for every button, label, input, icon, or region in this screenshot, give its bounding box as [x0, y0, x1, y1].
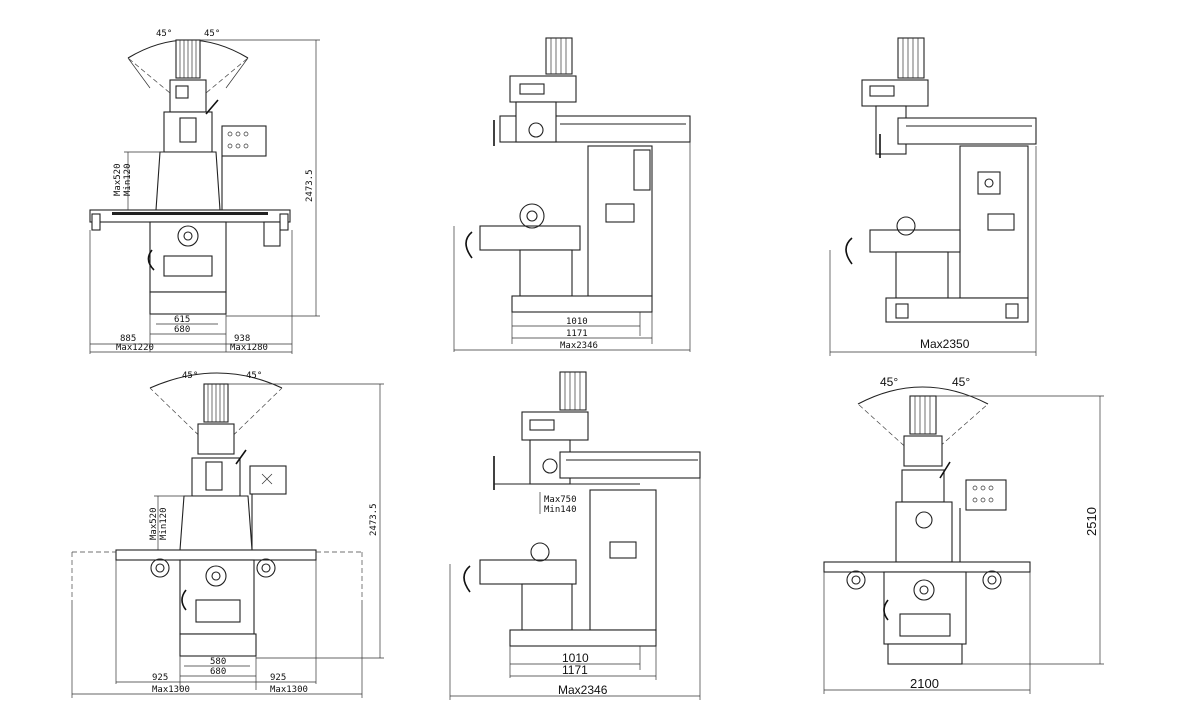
dim-1171: 1171 [562, 663, 588, 677]
worktable [115, 549, 317, 561]
knee-crank [465, 231, 473, 259]
milling-head [197, 423, 235, 455]
base [149, 291, 227, 315]
dim-885: 885 [120, 334, 136, 344]
angle-right-label: 45° [246, 371, 262, 381]
dim-max1300-left: Max1300 [152, 685, 190, 695]
view-front-bottom-left: 45° 45° Max520 Min120 2473.5 580 [71, 371, 384, 698]
arc-leader-right [225, 57, 249, 89]
feed-handle [939, 461, 951, 479]
dim-1171: 1171 [566, 329, 588, 339]
view-side-bottom-middle: Max750 Min140 1010 1171 Max2346 [449, 371, 701, 700]
swivel-line-left [127, 57, 189, 109]
knee [519, 249, 573, 297]
control-panel [965, 479, 1007, 511]
column [179, 495, 253, 551]
knee-crank [181, 589, 187, 611]
view-side-top-middle: 1010 1171 Max2346 [453, 37, 691, 352]
overall-height: 2473.5 [369, 503, 379, 536]
ram-travel-min: Min140 [544, 505, 577, 515]
swivel-arc [149, 372, 283, 389]
swivel-arc [857, 386, 989, 405]
ram [559, 451, 701, 479]
knee-travel-min: Min120 [159, 507, 169, 540]
knee [179, 559, 255, 635]
column [895, 501, 953, 563]
knee-crank [463, 565, 471, 593]
overall-height: 2510 [1084, 507, 1099, 536]
dim-max2346: Max2346 [558, 683, 608, 697]
ram-travel-max: Max750 [544, 495, 577, 505]
dim-max1280: Max1280 [230, 343, 268, 353]
knee-travel-min: Min120 [123, 163, 133, 196]
dim-1010: 1010 [562, 651, 589, 665]
view-front-top-left: 45° 45° Max520 Min120 [89, 29, 320, 354]
angle-left-label: 45° [880, 375, 898, 389]
milling-head [903, 435, 943, 467]
worktable [823, 561, 1031, 573]
dim-max1220: Max1220 [116, 343, 154, 353]
electrical-box [987, 213, 1015, 231]
dim-938: 938 [234, 334, 250, 344]
knee [521, 583, 573, 631]
spindle-motor [559, 371, 587, 411]
base [179, 633, 257, 657]
dim-1010: 1010 [566, 317, 588, 327]
angle-right-label: 45° [952, 375, 970, 389]
base [509, 629, 657, 647]
base [511, 295, 653, 313]
base [887, 643, 963, 665]
arc-leader-left [127, 57, 151, 89]
dim-680: 680 [210, 667, 226, 677]
feed-handle [205, 99, 219, 115]
dim-max2346: Max2346 [560, 341, 598, 351]
feed-handle [235, 449, 247, 465]
worktable [89, 209, 291, 223]
knee-crank [883, 599, 889, 621]
dim-max1300-right: Max1300 [270, 685, 308, 695]
view-side-top-right: Max2350 [829, 37, 1037, 356]
overall-height: 2473.5 [305, 169, 315, 202]
angle-left-label: 45° [182, 371, 198, 381]
table-saddle [479, 559, 577, 585]
spindle-motor [897, 37, 925, 79]
knee-crank [845, 237, 853, 265]
view-front-bottom-right: 45° 45° 2510 2100 [823, 375, 1104, 694]
knee-travel-max: Max520 [113, 163, 123, 196]
electrical-box [605, 203, 635, 223]
knee [895, 251, 949, 299]
electrical-box [609, 541, 637, 559]
spindle-motor [909, 395, 937, 435]
column [589, 489, 657, 631]
ram [897, 117, 1037, 145]
swivel-line-right [187, 57, 249, 109]
column [155, 151, 221, 211]
ram [901, 469, 945, 503]
dim-680: 680 [174, 325, 190, 335]
table-saddle [869, 229, 961, 253]
spindle-motor [545, 37, 573, 75]
dim-925-left: 925 [152, 673, 168, 683]
dim-2100: 2100 [910, 676, 939, 691]
control-panel [221, 125, 267, 157]
dim-615: 615 [174, 315, 190, 325]
angle-right-label: 45° [204, 29, 220, 39]
base [885, 297, 1029, 323]
dim-925-right: 925 [270, 673, 286, 683]
dim-max2350: Max2350 [920, 337, 970, 351]
knee-crank [147, 249, 155, 271]
knee-travel-max: Max520 [149, 507, 159, 540]
dim-580: 580 [210, 657, 226, 667]
table-saddle [479, 225, 581, 251]
angle-left-label: 45° [156, 29, 172, 39]
